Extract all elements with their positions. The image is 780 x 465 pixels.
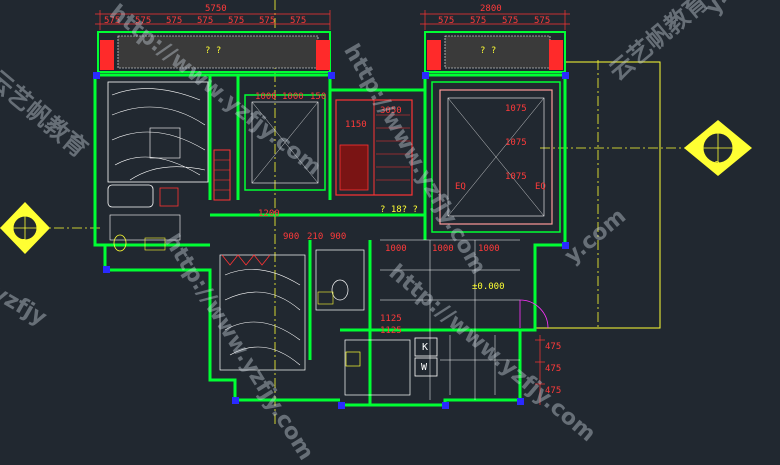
balcony-right <box>424 31 566 73</box>
site-boundary <box>535 61 661 329</box>
wardrobe <box>213 149 231 201</box>
door-swing <box>519 299 549 329</box>
walls <box>93 73 567 407</box>
bedroom-left <box>107 81 209 183</box>
right-dimension-chain <box>535 335 545 405</box>
bathroom-left <box>107 184 181 252</box>
cad-drawing-canvas[interactable] <box>0 0 780 427</box>
elevation-marker-left <box>0 202 50 254</box>
columns <box>93 72 569 409</box>
top-dimension-chain <box>95 10 570 30</box>
floor-grid <box>380 239 520 400</box>
bedroom-lower <box>219 254 306 371</box>
ceiling-living <box>244 94 326 191</box>
ceiling-master <box>431 81 561 233</box>
kitchen <box>344 337 438 396</box>
balcony-left <box>97 31 331 73</box>
staircase <box>335 99 413 196</box>
bathroom-lower <box>315 249 365 311</box>
elevation-marker-right <box>684 120 752 176</box>
